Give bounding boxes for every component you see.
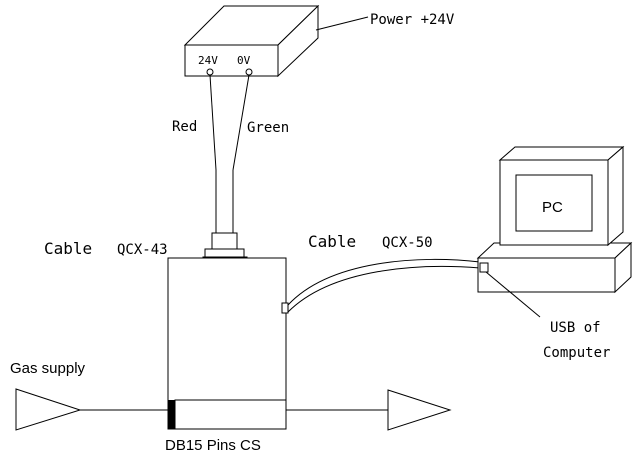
- db15-label: DB15 Pins CS: [165, 437, 261, 454]
- red-wire-upper: [209, 74, 217, 171]
- terminal-0v-label: 0V: [237, 54, 251, 67]
- gas-inlet-arrow: [15, 388, 82, 431]
- usb-label-line1: USB of: [550, 320, 601, 336]
- controller-usb-port: [281, 302, 289, 314]
- cable-a-prefix: Cable: [44, 239, 92, 258]
- db15-connector: [174, 399, 287, 430]
- cable-b-prefix: Cable: [308, 232, 356, 251]
- gas-outlet-arrow: [387, 389, 452, 431]
- pc-label: PC: [542, 199, 563, 216]
- power-supply-box: [183, 4, 320, 78]
- green-wire-label: Green: [247, 120, 289, 136]
- terminal-24v-label: 24V: [198, 54, 218, 67]
- gas-supply-label: Gas supply: [10, 360, 86, 377]
- computer-usb-port: [479, 262, 489, 273]
- usb-label-line2: Computer: [543, 345, 610, 361]
- usb-label-leader: [485, 271, 541, 318]
- red-wire-label: Red: [172, 119, 197, 135]
- cable-b-model: QCX-50: [382, 235, 433, 251]
- computer: [476, 145, 633, 294]
- db15-connector-end: [168, 400, 175, 429]
- power-label: Power +24V: [370, 12, 455, 28]
- power-label-leader: [315, 16, 369, 31]
- cable-b-line-upper: [287, 258, 481, 306]
- cable-a-model: QCX-43: [117, 242, 168, 258]
- cable-b-line-lower: [287, 265, 481, 313]
- green-wire-upper: [232, 74, 250, 171]
